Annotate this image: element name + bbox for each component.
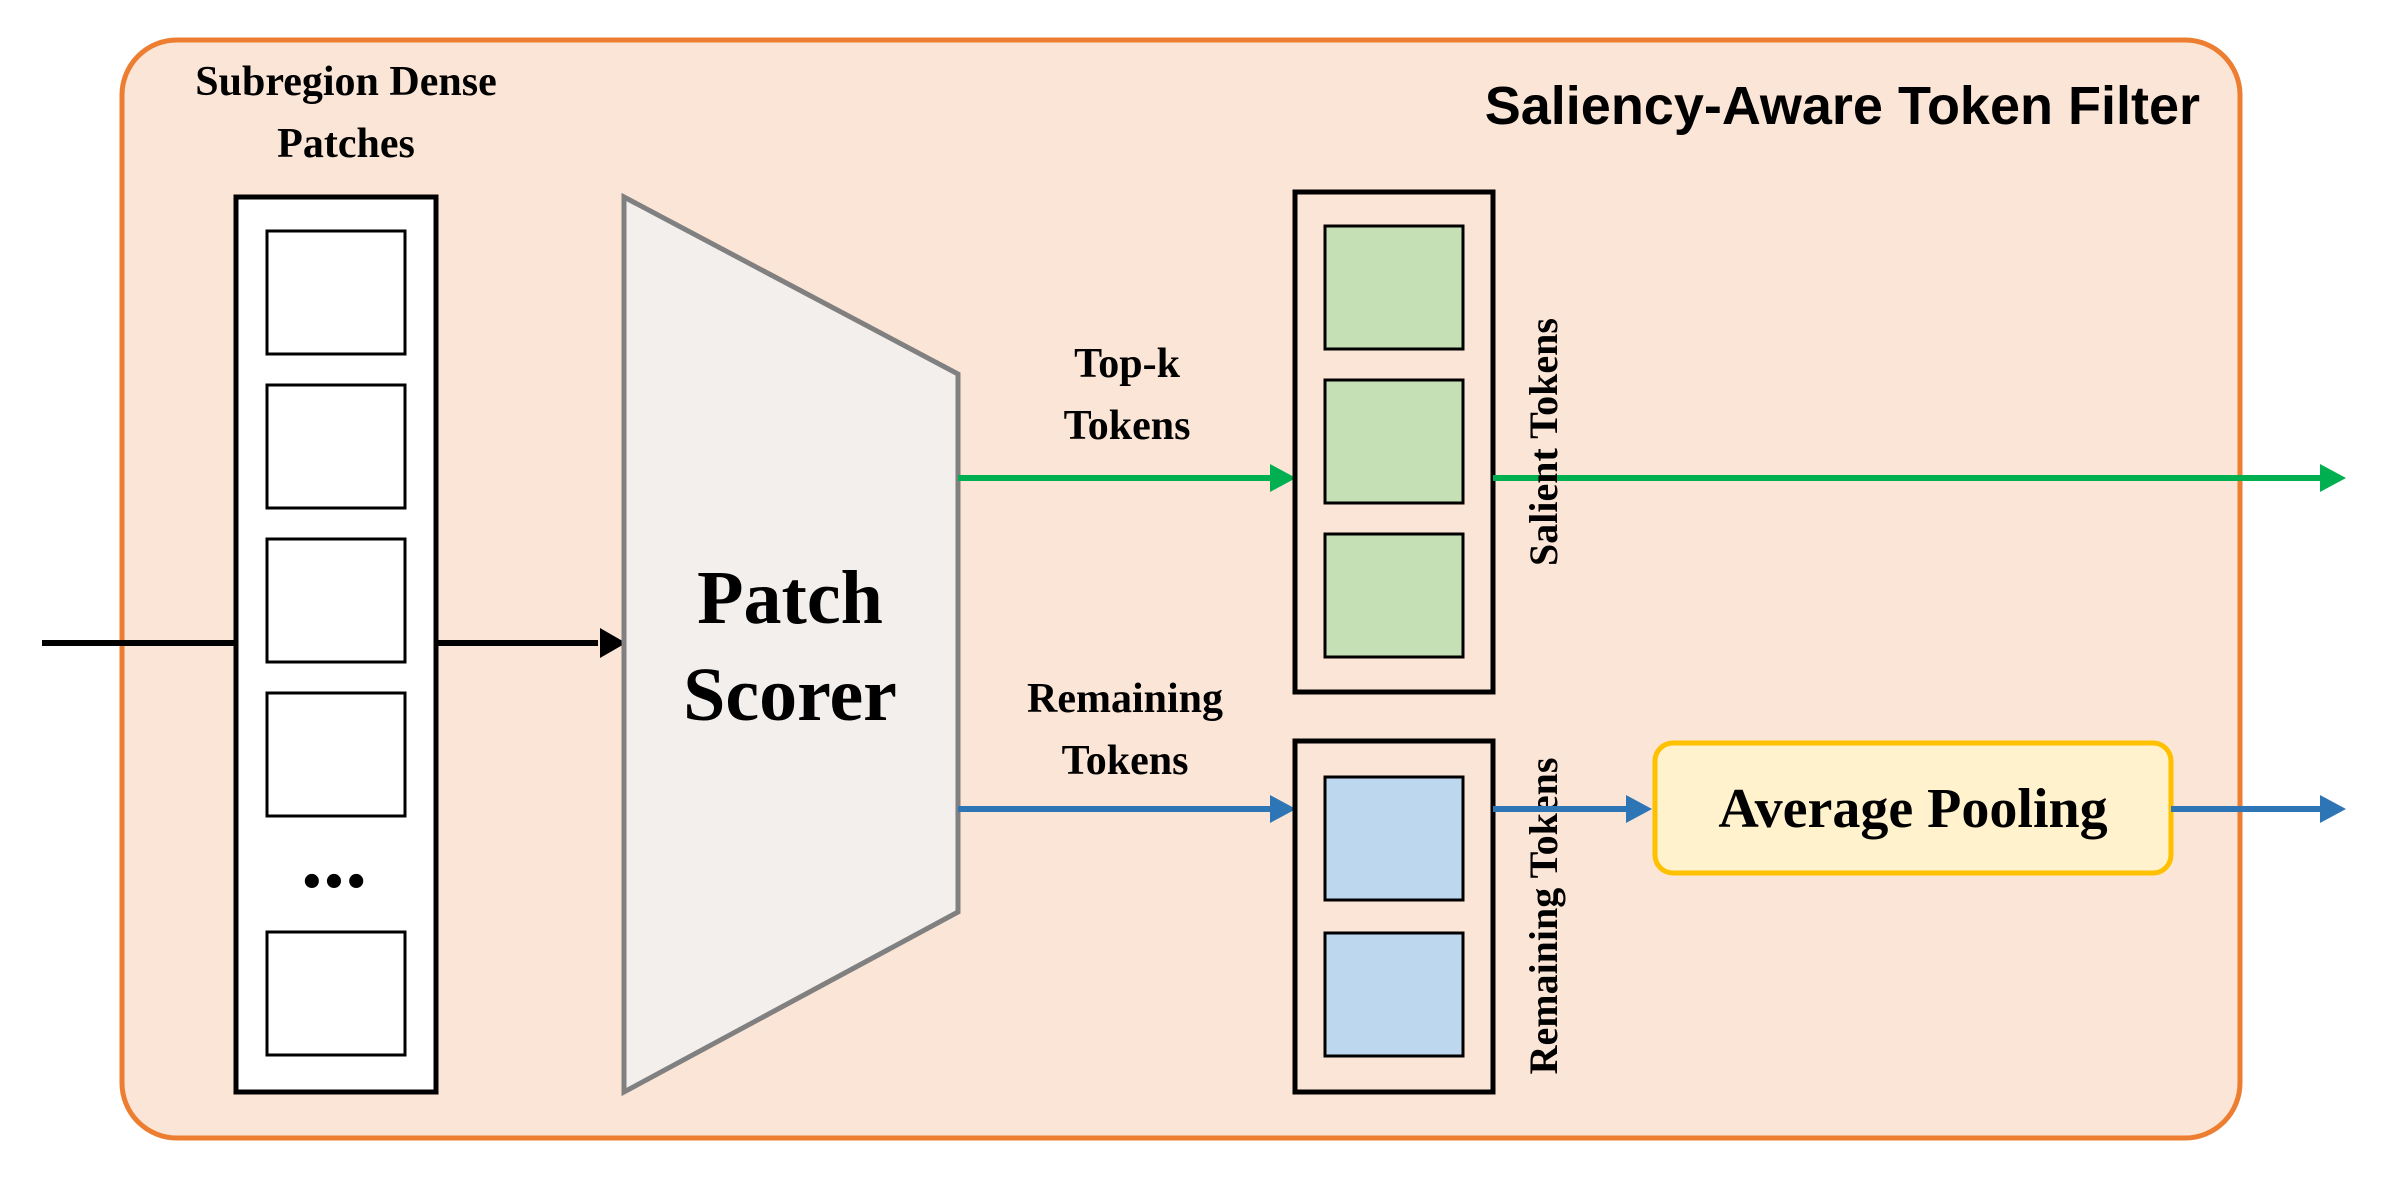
filter-panel <box>119 37 2243 1141</box>
remaining-stack-label: Remaining Tokens <box>1521 758 1566 1075</box>
ellipsis: ••• <box>303 853 370 910</box>
topk-label-line2: Tokens <box>1064 403 1191 449</box>
panel-title: Saliency-Aware Token Filter <box>1485 76 2200 136</box>
remaining-arrow-head <box>1270 795 1296 823</box>
scorer-label-line2: Scorer <box>683 653 897 737</box>
stack-to-scorer-arrow-head <box>600 628 626 658</box>
salient-token <box>1323 378 1465 505</box>
average-pooling-label: Average Pooling <box>1718 778 2107 840</box>
patch <box>265 229 407 356</box>
remaining-to-pooling-arrow-head <box>1626 795 1652 823</box>
patch <box>265 930 407 1057</box>
salient-stack-label: Salient Tokens <box>1521 318 1566 566</box>
patch-scorer <box>621 192 961 1097</box>
pooling-output-arrow-head <box>2320 795 2346 823</box>
salient-token <box>1323 532 1465 659</box>
topk-label-line1: Top-k <box>1074 341 1181 387</box>
remaining-token <box>1323 775 1465 902</box>
patch <box>265 537 407 664</box>
input-label-line1: Subregion Dense <box>195 59 496 105</box>
remaining-label-line1: Remaining <box>1027 676 1223 722</box>
remaining-token <box>1323 931 1465 1058</box>
input-label-line2: Patches <box>277 121 415 167</box>
remaining-label-line2: Tokens <box>1062 738 1189 784</box>
salient-output-arrow-head <box>2320 464 2346 492</box>
topk-arrow-head <box>1270 464 1296 492</box>
patch <box>265 691 407 818</box>
patch <box>265 383 407 510</box>
salient-token <box>1323 224 1465 351</box>
scorer-label-line1: Patch <box>697 556 883 640</box>
